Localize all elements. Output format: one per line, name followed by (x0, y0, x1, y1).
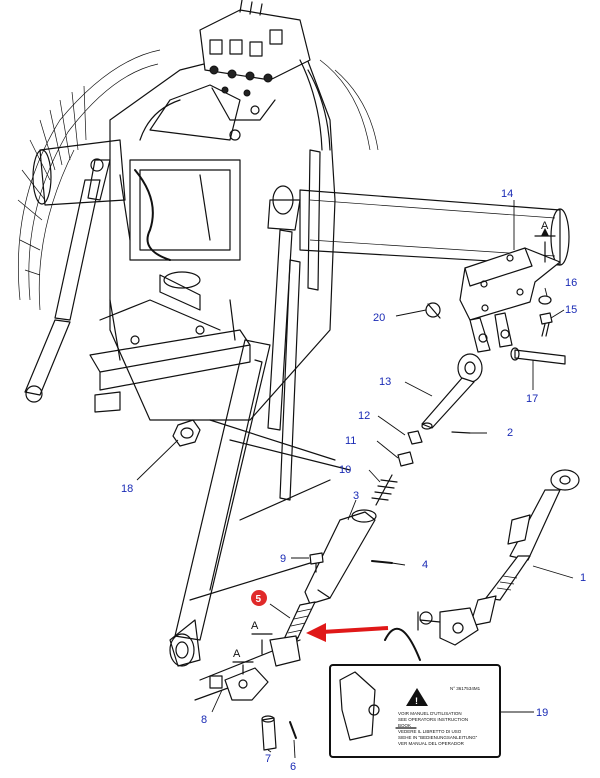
callout-7: 7 (265, 753, 271, 765)
part-15-bolt (539, 312, 553, 337)
part-18-nut (172, 419, 201, 447)
callout-11: 11 (345, 435, 356, 447)
callout-5-badge (251, 590, 267, 606)
part-7-pin (261, 715, 277, 751)
callout-20: 20 (373, 312, 385, 324)
callout-14: 14 (501, 188, 513, 200)
part-3-tube (304, 509, 377, 605)
callout-9: 9 (280, 553, 286, 565)
callout-18: 18 (121, 483, 133, 495)
tractor-rear-assembly (17, 0, 570, 701)
callout-4: 4 (422, 559, 428, 571)
part-8-clevis (209, 667, 269, 701)
section-mark-a-middle: A (251, 620, 273, 655)
decal-line-3: BOOK (398, 723, 411, 728)
highlight-arrow (306, 623, 389, 642)
callout-12: 12 (358, 410, 370, 422)
decal-line-4: VEDERE IL LIBRETTO DI USO (398, 729, 462, 734)
callout-3: 3 (353, 490, 359, 502)
section-mark-a-bottom-label: A (233, 648, 241, 660)
part-19-warning-decal: ! N° 3617534M1 VOIR MANUEL D'UTILISATION… (329, 627, 501, 758)
callout-1: 1 (580, 572, 586, 584)
callout-13: 13 (379, 376, 391, 388)
part-12-sleeve (407, 430, 423, 445)
callout-8: 8 (201, 714, 207, 726)
decal-code: N° 3617534M1 (450, 686, 481, 691)
section-mark-a-bottom: A (232, 648, 254, 675)
part-4-pin (371, 560, 393, 564)
part-1-top-link-assembly (417, 469, 580, 646)
decal-line-1: VOIR MANUEL D'UTILISATION (398, 711, 462, 716)
callout-5: 5 (256, 594, 262, 605)
callout-10: 10 (339, 464, 351, 476)
callout-17: 17 (526, 393, 538, 405)
section-mark-a-middle-label: A (251, 620, 259, 632)
callout-16: 16 (565, 277, 577, 289)
part-10-spring (371, 474, 398, 506)
part-16-washer (538, 295, 552, 305)
callout-2: 2 (507, 427, 513, 439)
callout-labels: 1 2 3 4 5 6 7 8 9 10 11 12 13 14 15 16 1… (121, 188, 586, 773)
part-13-link-end (421, 353, 483, 430)
decal-line-6: VER MANUAL DEL OPERADOR (398, 741, 465, 746)
callout-15: 15 (565, 304, 577, 316)
svg-text:!: ! (415, 696, 418, 706)
leader-lines (136, 200, 574, 759)
warning-triangle-icon (406, 688, 428, 706)
decal-line-2: SEE OPERATORS INSTRUCTION (398, 717, 468, 722)
part-20-clip (425, 302, 441, 319)
part-11-nut (397, 451, 414, 467)
section-mark-a-top-label: A (541, 220, 549, 232)
callout-19: 19 (536, 707, 548, 719)
part-6-pin (289, 721, 297, 739)
callout-6: 6 (290, 761, 296, 773)
part-17-pin (510, 347, 566, 365)
decal-line-5: SIEHE IN "BEDIENUNGSANLEITUNG" (398, 735, 478, 740)
section-mark-a-top: A (534, 220, 556, 263)
part-14-mounting-plate (459, 247, 561, 353)
part-9-bolt (309, 552, 324, 573)
part-5-threaded-rod (269, 601, 316, 667)
part-2-pin (451, 431, 471, 434)
